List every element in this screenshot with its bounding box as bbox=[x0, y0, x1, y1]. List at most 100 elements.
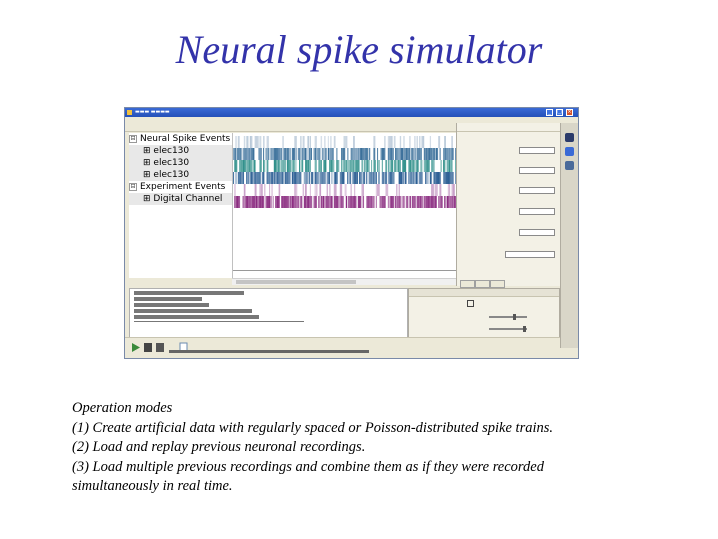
spike-mark bbox=[435, 148, 438, 160]
collapse-icon[interactable]: ⊟ bbox=[129, 134, 137, 143]
minimize-icon[interactable]: _ bbox=[546, 109, 553, 116]
monitor-icon[interactable] bbox=[565, 133, 574, 142]
spike-mark bbox=[247, 172, 250, 184]
tree-item-elec130[interactable]: ⊞ elec130 bbox=[129, 169, 232, 181]
spike-mark bbox=[399, 160, 401, 172]
property-field[interactable] bbox=[519, 167, 555, 174]
spike-mark bbox=[264, 184, 266, 196]
controls-checkbox[interactable] bbox=[467, 300, 474, 307]
maximize-icon[interactable]: □ bbox=[556, 109, 563, 116]
spike-mark bbox=[366, 160, 368, 172]
spike-mark bbox=[398, 172, 401, 184]
tree-item-neural-spike-events[interactable]: ⊟Neural Spike Events bbox=[129, 133, 232, 145]
spike-mark bbox=[449, 172, 451, 184]
expand-icon[interactable]: ⊞ bbox=[143, 170, 151, 180]
spike-mark bbox=[303, 148, 305, 160]
spike-mark bbox=[393, 136, 396, 148]
spike-mark bbox=[381, 172, 384, 184]
expand-icon[interactable]: ⊞ bbox=[143, 146, 151, 156]
marker-svg bbox=[234, 184, 455, 196]
tab[interactable] bbox=[475, 280, 491, 288]
collapse-icon[interactable]: ⊟ bbox=[129, 182, 137, 191]
spike-mark bbox=[435, 196, 437, 208]
log-line bbox=[134, 315, 259, 319]
spike-mark bbox=[319, 160, 321, 172]
spike-mark bbox=[266, 160, 269, 172]
spike-mark bbox=[236, 196, 239, 208]
tab[interactable] bbox=[460, 280, 476, 288]
spike-mark bbox=[276, 160, 278, 172]
spike-mark bbox=[451, 184, 453, 196]
spike-mark bbox=[449, 148, 451, 160]
spike-mark bbox=[287, 148, 289, 160]
slider-thumb[interactable] bbox=[523, 326, 526, 332]
spike-mark bbox=[237, 172, 240, 184]
property-field[interactable] bbox=[519, 147, 555, 154]
properties-tabs[interactable] bbox=[460, 280, 506, 288]
spike-mark bbox=[291, 172, 294, 184]
spike-mark bbox=[342, 172, 345, 184]
slider-track[interactable] bbox=[489, 328, 527, 330]
spike-mark bbox=[398, 184, 400, 196]
spike-mark bbox=[397, 148, 399, 160]
spike-mark bbox=[426, 160, 428, 172]
expand-icon[interactable]: ⊞ bbox=[143, 194, 151, 204]
slider-track[interactable] bbox=[489, 316, 527, 318]
spike-mark bbox=[451, 136, 453, 148]
expand-icon[interactable]: ⊞ bbox=[143, 158, 151, 168]
record-icon[interactable] bbox=[143, 342, 153, 353]
property-field[interactable] bbox=[505, 251, 555, 258]
spike-mark bbox=[378, 160, 380, 172]
spike-mark bbox=[435, 172, 438, 184]
spike-mark bbox=[303, 196, 306, 208]
spike-mark bbox=[252, 148, 255, 160]
tab[interactable] bbox=[490, 280, 506, 288]
spike-mark bbox=[297, 148, 300, 160]
spike-mark bbox=[350, 160, 352, 172]
caption-line: (1) Create artificial data with regularl… bbox=[72, 419, 554, 436]
status-text bbox=[169, 350, 369, 353]
spike-mark bbox=[399, 196, 402, 208]
spike-mark bbox=[269, 172, 271, 184]
spike-mark bbox=[455, 196, 457, 208]
property-field[interactable] bbox=[519, 187, 555, 194]
spike-mark bbox=[439, 184, 442, 196]
property-field[interactable] bbox=[519, 208, 555, 215]
tree-item-experiment-events[interactable]: ⊟Experiment Events bbox=[129, 181, 232, 193]
spike-mark bbox=[269, 196, 271, 208]
spike-mark bbox=[253, 172, 255, 184]
property-field[interactable] bbox=[519, 229, 555, 236]
spike-mark bbox=[267, 136, 269, 148]
network-icon[interactable] bbox=[565, 161, 574, 170]
close-icon[interactable]: × bbox=[566, 109, 573, 116]
tree-item-elec130[interactable]: ⊞ elec130 bbox=[129, 157, 232, 169]
spike-mark bbox=[253, 196, 256, 208]
spike-mark bbox=[325, 160, 327, 172]
spike-mark bbox=[437, 148, 439, 160]
spike-mark bbox=[420, 196, 422, 208]
log-line bbox=[134, 321, 304, 322]
spike-mark bbox=[291, 196, 294, 208]
settings-icon[interactable] bbox=[565, 147, 574, 156]
tree-item-digital-channel[interactable]: ⊞ Digital Channel bbox=[129, 193, 232, 205]
spike-mark bbox=[249, 172, 252, 184]
tree-item-elec130[interactable]: ⊞ elec130 bbox=[129, 145, 232, 157]
spike-mark bbox=[281, 148, 283, 160]
spike-mark bbox=[326, 196, 329, 208]
scrollbar-thumb[interactable] bbox=[236, 280, 356, 284]
play-icon[interactable] bbox=[131, 342, 141, 353]
spike-mark bbox=[234, 160, 236, 172]
spike-mark bbox=[429, 148, 432, 160]
spike-mark bbox=[315, 148, 317, 160]
spike-mark bbox=[428, 196, 431, 208]
spike-mark bbox=[434, 184, 436, 196]
spike-mark bbox=[237, 196, 240, 208]
spike-mark bbox=[387, 196, 390, 208]
spike-mark bbox=[443, 148, 445, 160]
spike-mark bbox=[368, 172, 371, 184]
spike-mark bbox=[284, 160, 287, 172]
stop-icon[interactable] bbox=[155, 342, 165, 353]
horizontal-scrollbar[interactable] bbox=[232, 278, 456, 285]
slider-thumb[interactable] bbox=[513, 314, 516, 320]
spike-mark bbox=[355, 160, 358, 172]
